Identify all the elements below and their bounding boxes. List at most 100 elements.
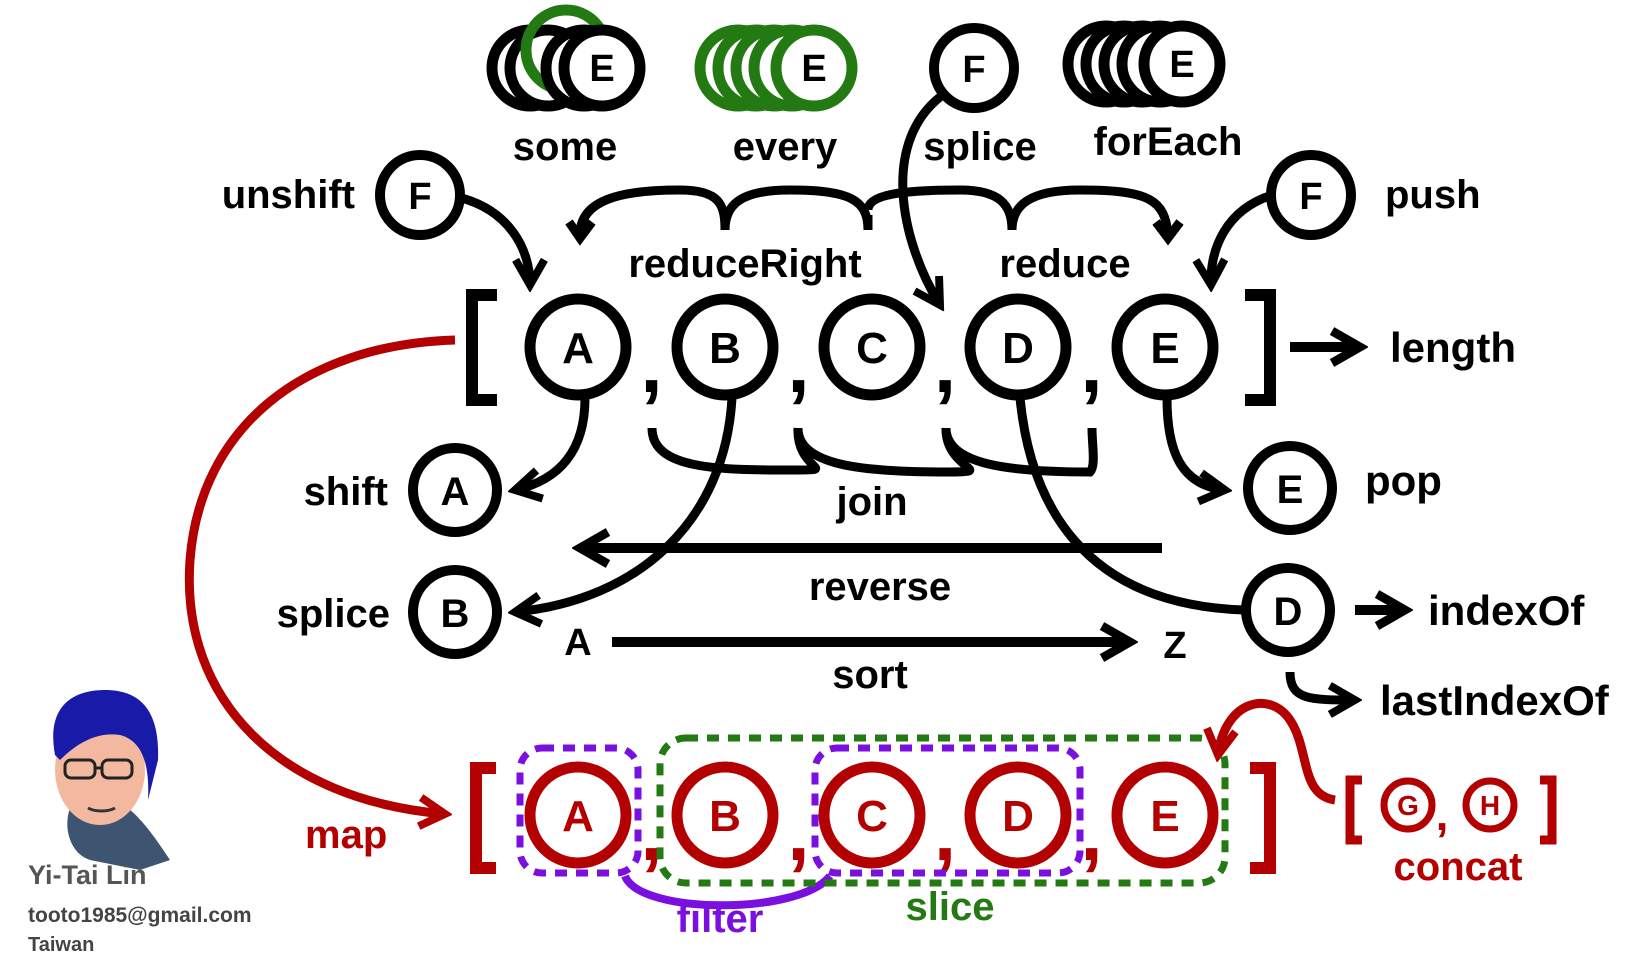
mapped-close-bracket — [1250, 762, 1276, 874]
concat-label: concat — [1394, 845, 1523, 889]
indexOf-node — [1241, 563, 1335, 657]
source-separator: , — [787, 320, 809, 409]
indexOf-path — [1015, 397, 1246, 615]
map-arrow — [184, 335, 456, 814]
pop-label: pop — [1365, 457, 1442, 504]
mapped-element-label: E — [1150, 792, 1179, 841]
reduce-label: reduce — [999, 242, 1130, 286]
source-element-c — [818, 293, 926, 401]
slice-box — [656, 734, 1229, 887]
concat-open-bracket — [1345, 775, 1362, 845]
reverse-label: reverse — [809, 565, 951, 609]
reduceRight-arrowhead — [565, 219, 596, 246]
splice-remove-node-label: B — [441, 592, 470, 636]
mapped-element-d — [964, 761, 1072, 869]
join-label: join — [835, 480, 907, 524]
mapped-element-b — [671, 761, 779, 869]
source-element-label: A — [562, 324, 594, 373]
concat-element-h-label: H — [1480, 790, 1500, 821]
push-node-label: F — [1299, 176, 1322, 218]
concat-element-g — [1380, 777, 1436, 833]
mapped-separator: , — [787, 788, 809, 877]
map-label: map — [305, 813, 387, 857]
sort-to-label: Z — [1163, 625, 1186, 667]
indexOf-label: indexOf — [1428, 587, 1585, 634]
shift-node-label: A — [441, 470, 470, 514]
concat-arrow — [1218, 699, 1337, 805]
unshift-node-label: F — [408, 176, 431, 218]
filter-box-cd — [811, 744, 1084, 877]
filter-box-a — [516, 744, 642, 877]
sort-label: sort — [832, 653, 908, 697]
reduceRight-label: reduceRight — [628, 242, 861, 286]
push-arrow — [1211, 190, 1274, 285]
concat-separator: , — [1436, 788, 1449, 840]
pop-arrow — [1162, 397, 1225, 490]
splice-insert-node-label: F — [962, 49, 985, 91]
shift-node — [408, 443, 502, 537]
filter-connector — [621, 873, 834, 910]
pop-node — [1243, 441, 1337, 535]
author-email: tooto1985@gmail.com — [28, 904, 252, 927]
mapped-element-label: B — [709, 792, 741, 841]
source-element-b — [671, 293, 779, 401]
source-separator: , — [1080, 320, 1102, 409]
pop-node-label: E — [1277, 468, 1304, 512]
every-label: every — [733, 125, 838, 169]
source-separator: , — [640, 320, 662, 409]
source-element-label: C — [856, 324, 888, 373]
indexOf-node-label: D — [1274, 590, 1303, 634]
mapped-element-label: D — [1002, 792, 1034, 841]
concat-element-g-label: G — [1397, 790, 1419, 821]
length-label: length — [1390, 324, 1516, 371]
mapped-separator: , — [934, 788, 956, 877]
lastIndexOf-arrow — [1285, 671, 1355, 700]
author-avatar — [53, 690, 170, 870]
some-label: some — [513, 125, 618, 169]
push-label: push — [1385, 173, 1481, 217]
splice-remove-label: splice — [277, 592, 390, 636]
splice-insert-label: splice — [923, 125, 1036, 169]
some-element-label: E — [589, 48, 614, 90]
mapped-element-label: A — [562, 792, 594, 841]
filter-label: filter — [677, 897, 764, 941]
source-separator: , — [934, 320, 956, 409]
slice-label: slice — [906, 885, 995, 929]
source-close-bracket — [1245, 289, 1276, 406]
author-name: Yi-Tai Lin — [28, 860, 147, 890]
concat-element-h — [1462, 777, 1518, 833]
every-element-label: E — [801, 48, 826, 90]
author-country: Taiwan — [28, 934, 95, 956]
mapped-separator: , — [1080, 788, 1102, 877]
mapped-element-e — [1111, 761, 1219, 869]
mapped-element-c — [818, 761, 926, 869]
join-brace — [647, 427, 1098, 477]
unshift-arrow — [456, 192, 530, 285]
unshift-label: unshift — [222, 173, 355, 217]
forEach-icon — [1062, 20, 1226, 108]
mapped-element-a — [524, 761, 632, 869]
every-icon — [694, 24, 858, 112]
some-icon — [486, 4, 646, 112]
splice-remove-node — [408, 565, 502, 659]
source-element-label: D — [1002, 324, 1034, 373]
forEach-label: forEach — [1094, 120, 1243, 164]
source-open-bracket — [466, 289, 497, 406]
shift-arrow — [515, 397, 590, 490]
forEach-element-label: E — [1169, 44, 1194, 86]
reduce-brace — [575, 185, 1173, 236]
reduce-arrowhead — [1152, 219, 1184, 246]
source-element-e — [1111, 293, 1219, 401]
shift-label: shift — [304, 470, 388, 514]
mapped-open-bracket — [470, 762, 496, 874]
source-element-a — [524, 293, 632, 401]
concat-close-bracket — [1540, 775, 1557, 845]
source-array: A, B, C, D, E — [466, 289, 1276, 409]
source-element-d — [964, 293, 1072, 401]
source-element-label: B — [709, 324, 741, 373]
sort-from-label: A — [564, 622, 591, 664]
mapped-element-label: C — [856, 792, 888, 841]
source-element-label: E — [1150, 324, 1179, 373]
splice-insert-node — [929, 23, 1019, 113]
